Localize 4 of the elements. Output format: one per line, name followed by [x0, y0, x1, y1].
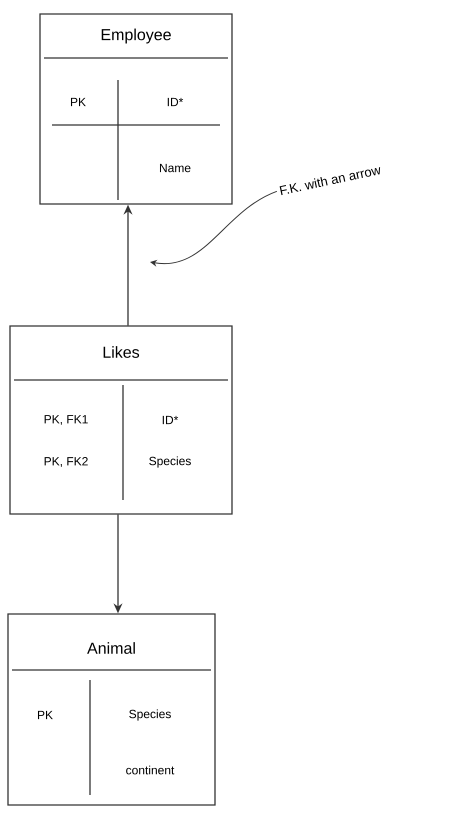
- annotation-text: F.K. with an arrow: [280, 167, 380, 196]
- entity-table: Employee PK ID* Name: [39, 13, 233, 205]
- entity-table: Animal PK Species continent: [7, 613, 216, 806]
- entity-table: Likes PK, FK1 ID* PK, FK2 Species: [9, 325, 233, 515]
